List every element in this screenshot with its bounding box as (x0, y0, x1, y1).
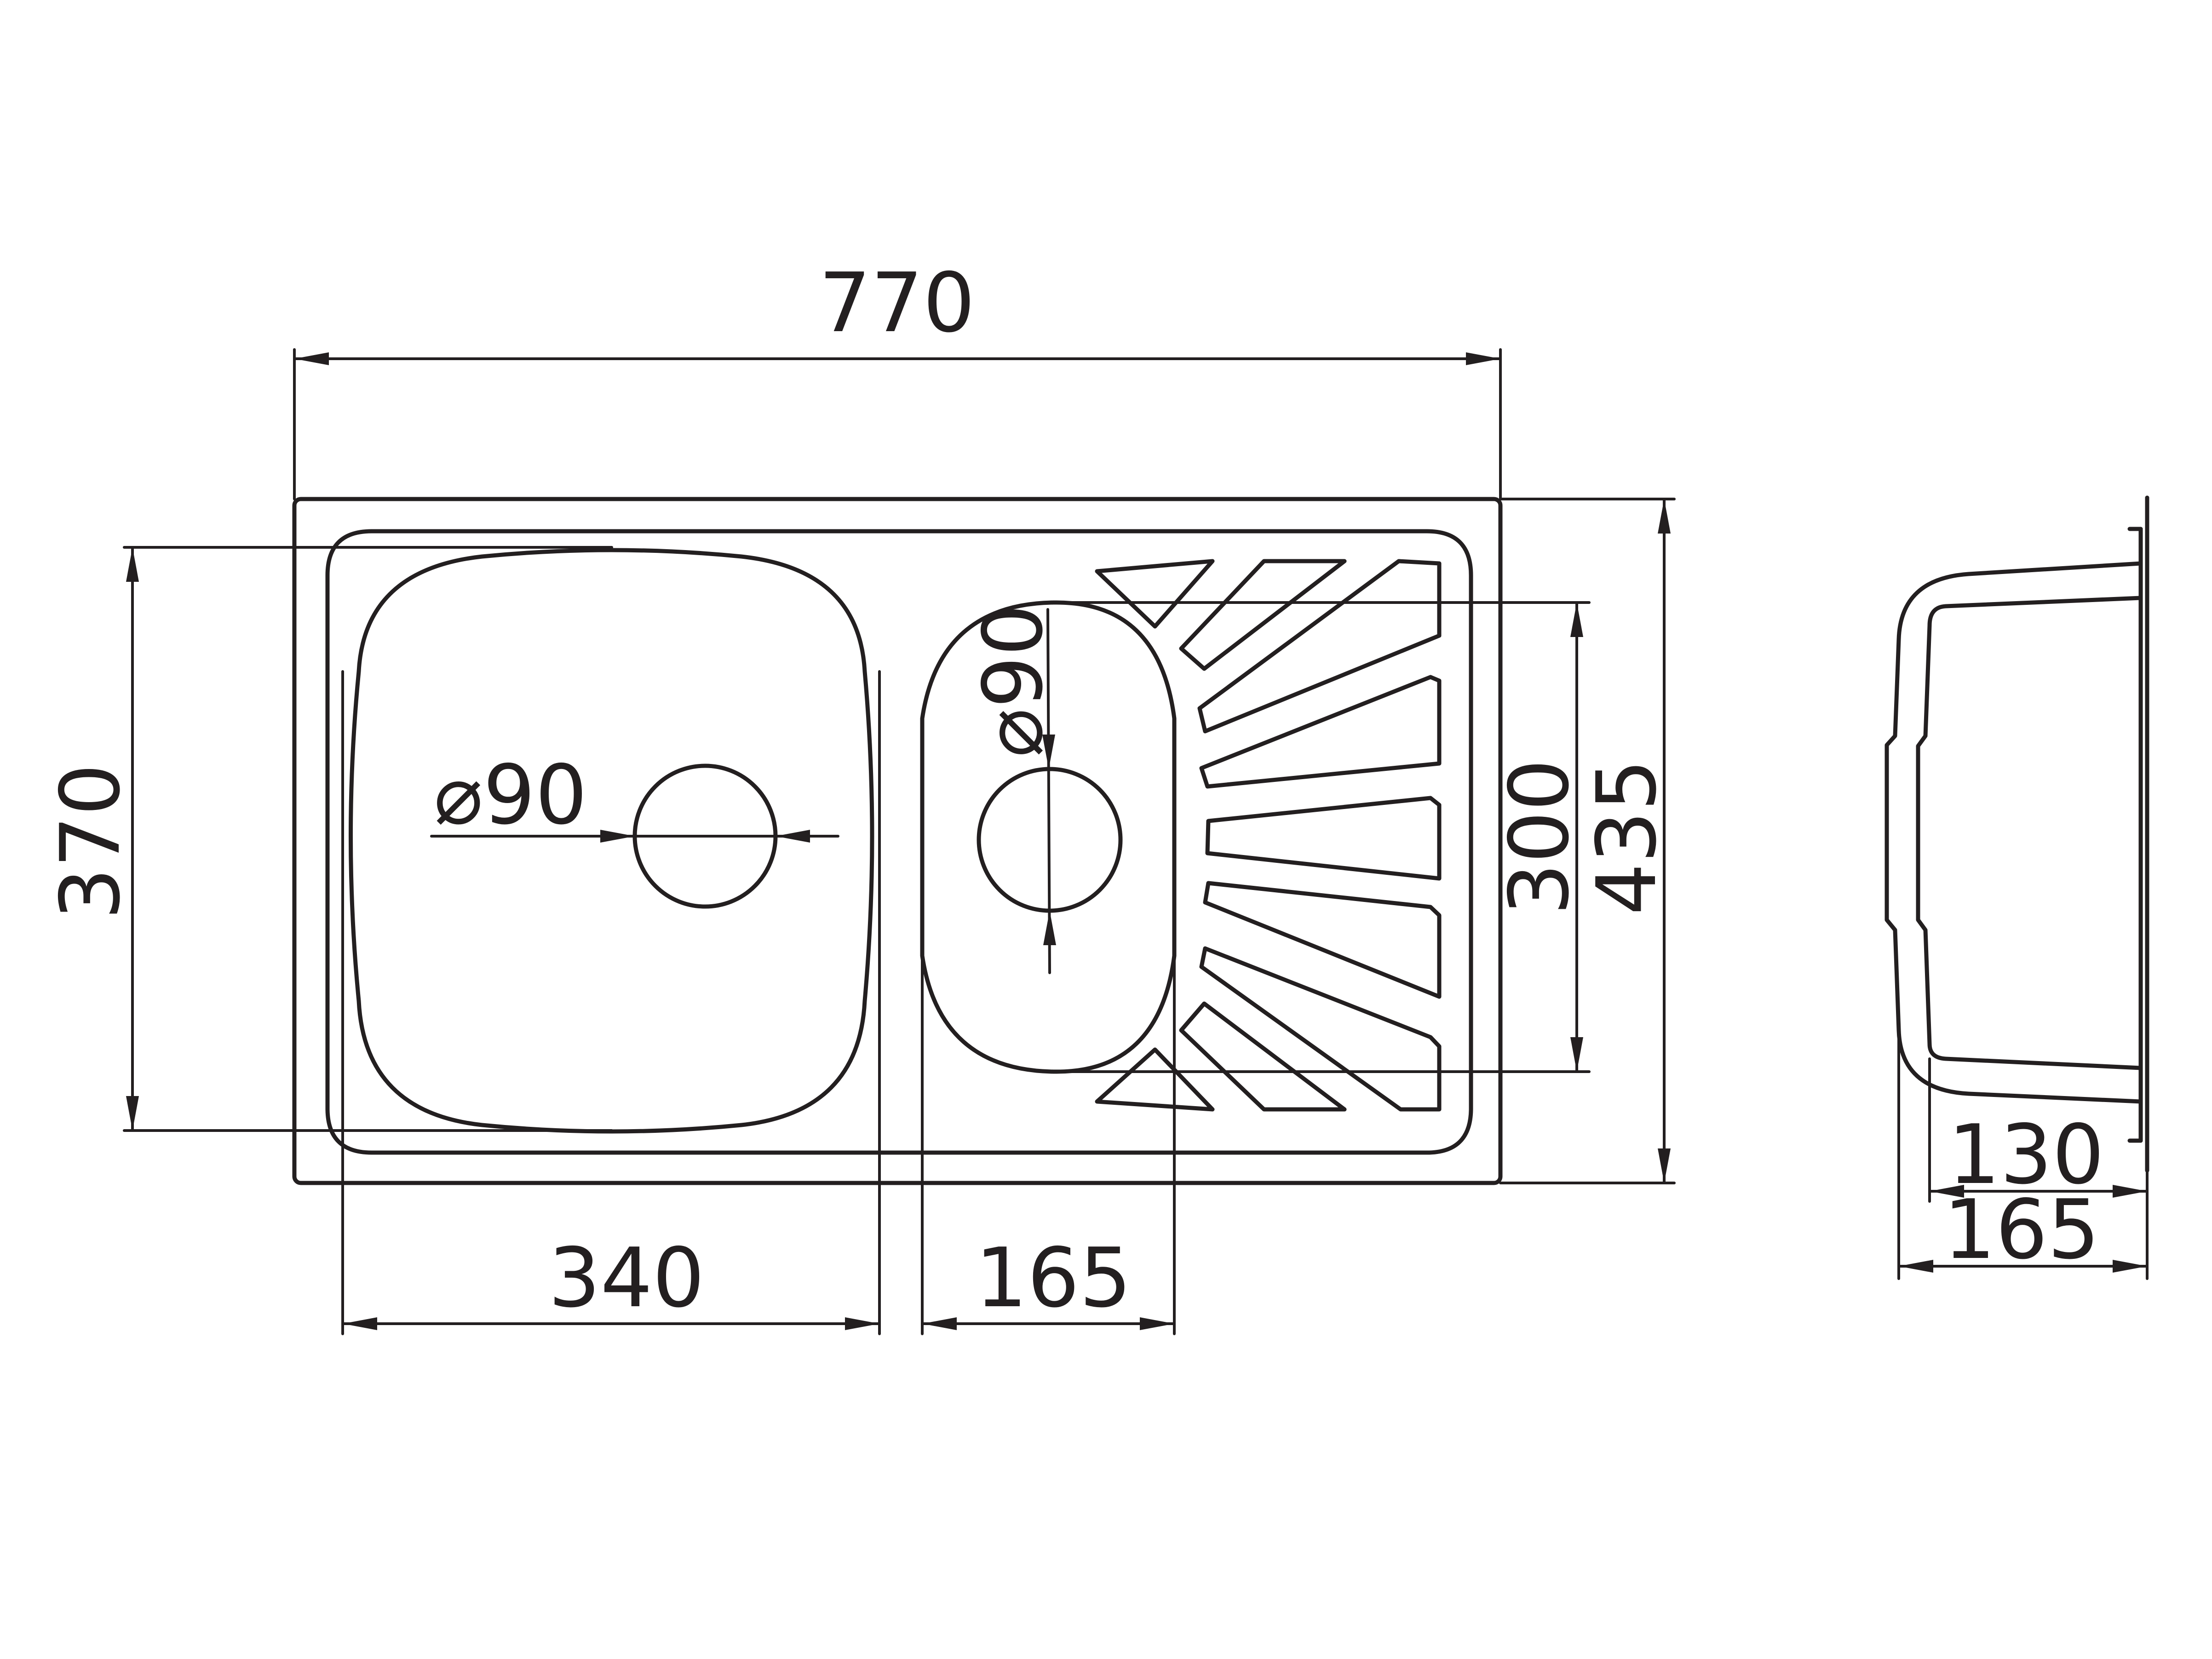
main-bowl-outline (349, 548, 874, 1134)
arrowhead (343, 1317, 377, 1330)
label-side-inner-depth: 130 (1948, 1107, 2104, 1202)
label-overall-depth: 435 (1579, 759, 1674, 915)
drain-groove (1179, 1001, 1347, 1112)
sink-outer-rim (292, 497, 1503, 1185)
dimension-labels: 770 370 ⌀90 ⌀90 300 435 340 165 130 165 (43, 255, 2104, 1326)
label-side-total-depth: 165 (1943, 1182, 2100, 1277)
drainboard-grooves (1095, 559, 1442, 1112)
arrowhead (776, 830, 810, 843)
arrowhead (1570, 1037, 1583, 1072)
drain-groove (1199, 946, 1442, 1112)
arrowhead (126, 1096, 139, 1131)
arrowhead (126, 547, 139, 582)
arrowhead (2113, 1185, 2147, 1198)
arrowhead (1658, 1148, 1671, 1183)
label-overall-width: 770 (819, 255, 975, 350)
drain-groove (1197, 559, 1442, 734)
leader-line-small-drain (1046, 608, 1051, 974)
arrowhead (1042, 735, 1055, 769)
arrowhead (1043, 911, 1056, 945)
arrowhead (1899, 1260, 1933, 1273)
drain-groove (1179, 559, 1347, 671)
label-small-bowl-width: 165 (975, 1230, 1132, 1326)
drain-groove (1203, 881, 1442, 999)
arrowhead (1140, 1317, 1174, 1330)
drain-groove (1095, 559, 1215, 629)
label-small-drain-diameter: ⌀90 (965, 604, 1061, 758)
label-main-bowl-depth: 370 (43, 763, 138, 920)
arrowhead (922, 1317, 957, 1330)
drain-groove (1095, 1047, 1215, 1112)
side-outer-profile (1885, 561, 2143, 1104)
arrowhead (1930, 1185, 1964, 1198)
sink-side-view (1885, 495, 2149, 1173)
arrowhead (1570, 603, 1583, 637)
arrowhead (600, 830, 635, 843)
drain-groove (1205, 796, 1442, 881)
label-main-bowl-width: 340 (548, 1230, 705, 1326)
arrowhead (1658, 499, 1671, 534)
label-small-bowl-depth: 300 (1492, 759, 1587, 915)
arrowhead (294, 352, 329, 365)
label-main-drain-diameter: ⌀90 (434, 747, 587, 843)
sink-inner-rim (325, 529, 1473, 1155)
drain-groove (1199, 675, 1442, 789)
dimension-lines (123, 348, 2149, 1335)
side-inner-profile (1916, 596, 2143, 1070)
arrowhead (1466, 352, 1500, 365)
arrowhead (845, 1317, 879, 1330)
arrowhead (2113, 1260, 2147, 1273)
